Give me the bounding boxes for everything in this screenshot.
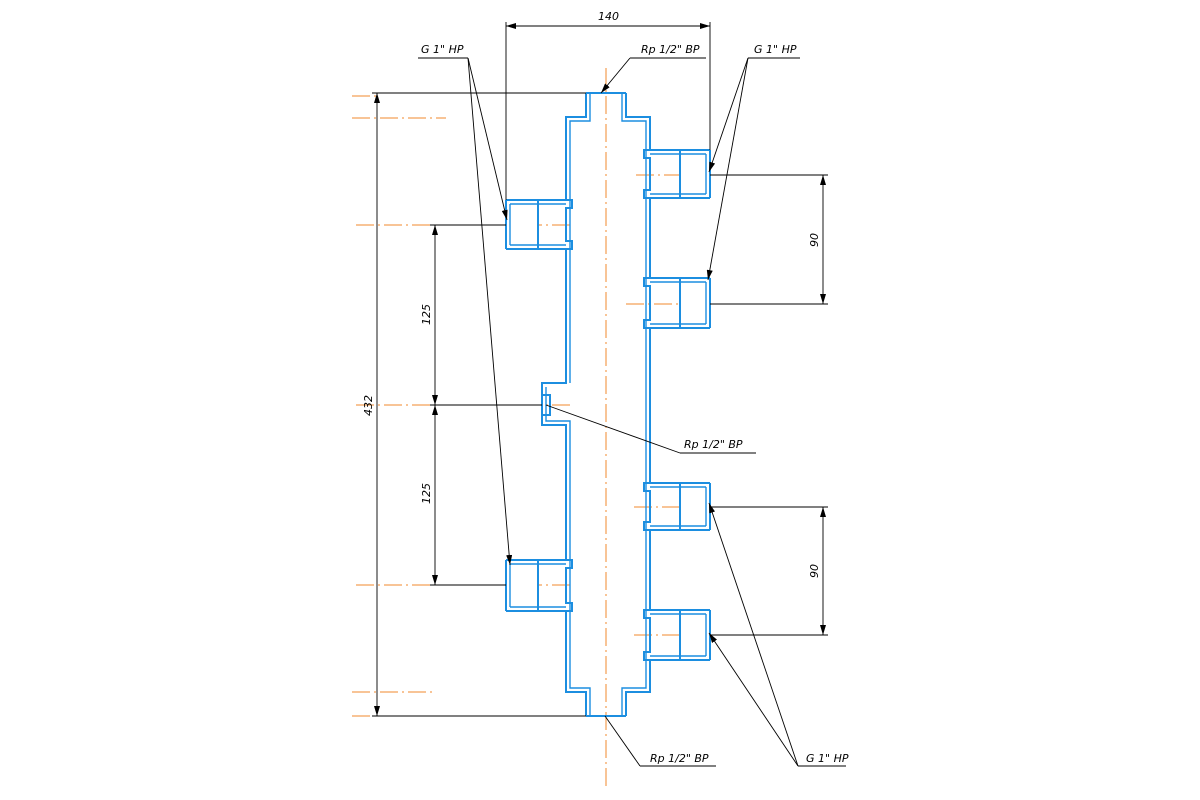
dim-right-spacing-upper: 90 (808, 233, 821, 247)
dim-overall-width: 140 (598, 10, 619, 23)
label-port-top: Rp 1/2" ВР (641, 43, 700, 56)
center-lines (352, 68, 712, 790)
body-inner-right (621, 93, 647, 716)
left-outlet-lower (505, 559, 572, 612)
dim-left-spacing-upper: 125 (420, 304, 433, 325)
leader-lines (418, 57, 846, 767)
body-outline-left (541, 93, 587, 716)
labels: G 1" НР Rp 1/2" ВР G 1" НР Rp 1/2" ВР Rp… (362, 10, 849, 765)
label-thread-bottom-right: G 1" НР (806, 752, 849, 765)
body-outline-right (625, 93, 651, 716)
right-outlet-3 (644, 482, 711, 531)
dimension-lines (372, 22, 828, 717)
dim-right-spacing-lower: 90 (808, 564, 821, 578)
right-outlet-1 (644, 149, 711, 199)
middle-port-stub (542, 394, 551, 416)
dim-left-spacing-lower: 125 (420, 483, 433, 504)
label-port-bottom: Rp 1/2" ВР (650, 752, 709, 765)
right-outlet-4 (644, 609, 711, 661)
label-thread-top-left: G 1" НР (421, 43, 464, 56)
manifold-body (541, 92, 651, 717)
label-port-middle: Rp 1/2" ВР (684, 438, 743, 451)
dim-overall-height: 432 (362, 395, 375, 416)
left-outlet-upper (505, 199, 572, 250)
right-outlet-2 (644, 277, 711, 329)
label-thread-top-right: G 1" НР (754, 43, 797, 56)
